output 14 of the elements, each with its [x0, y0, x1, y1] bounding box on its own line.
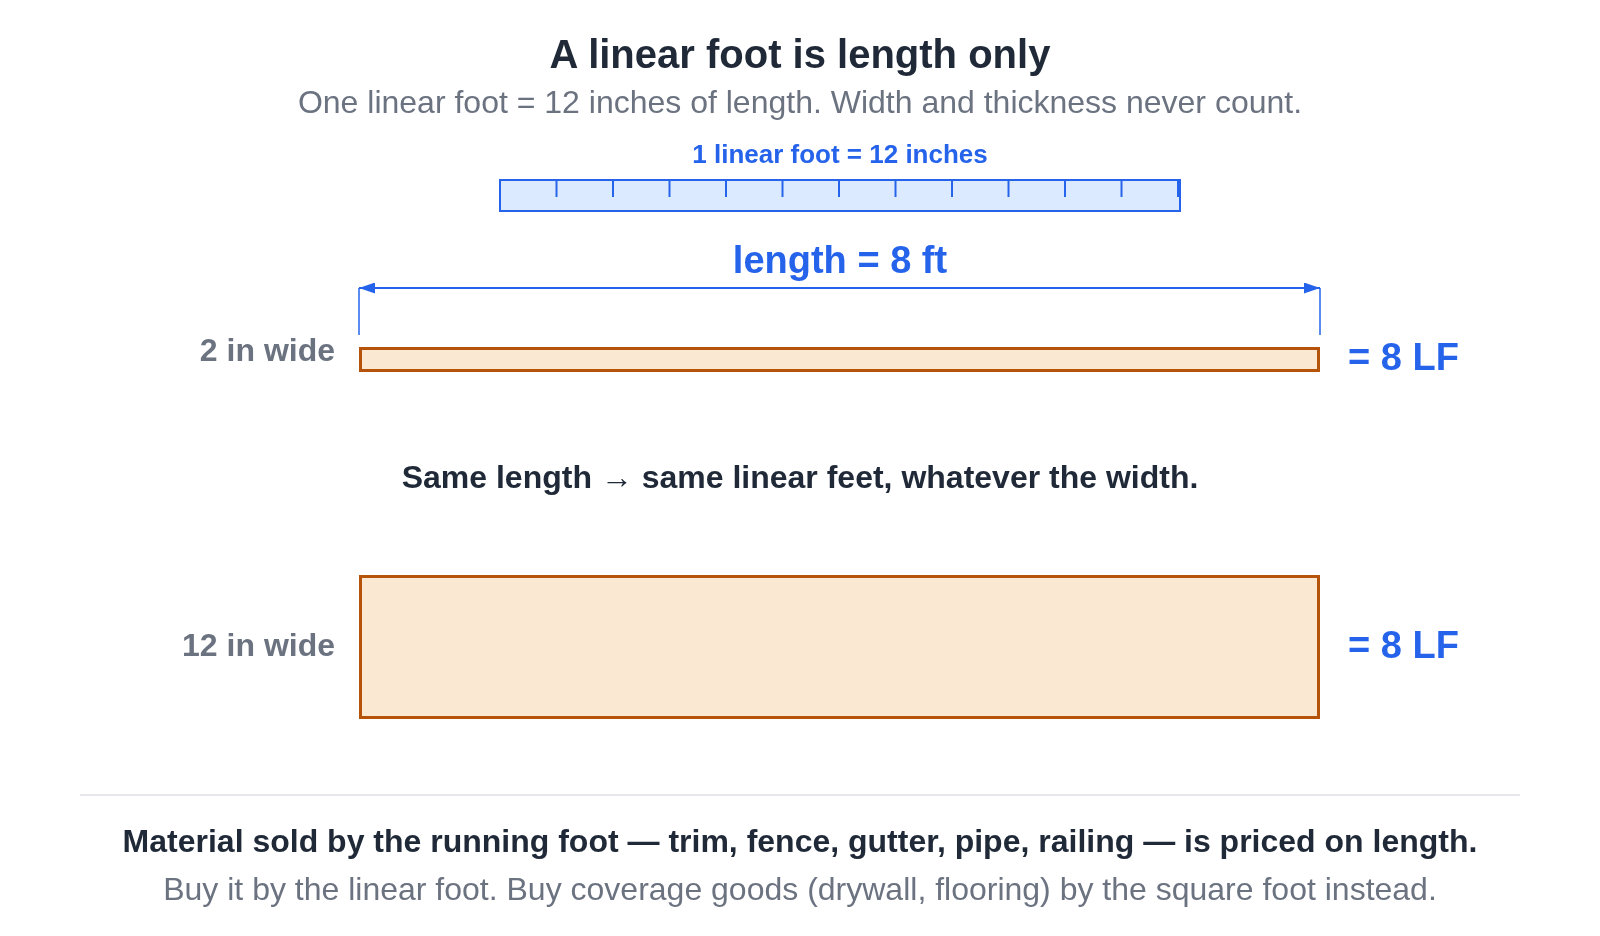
result-label: = 8 LF: [1348, 623, 1459, 669]
result-label: = 8 LF: [1348, 334, 1459, 380]
ruler: [499, 179, 1181, 212]
title: A linear foot is length only: [549, 31, 1051, 78]
board: [359, 347, 1320, 372]
board: [359, 575, 1320, 719]
dimension-label: length = 8 ft: [732, 238, 948, 284]
summary-text: Material sold by the running foot — trim, fence, gutter, pipe, railing — is priced on length.: [122, 821, 1478, 861]
width-label: 12 in wide: [182, 625, 335, 665]
footer-text: Buy it by the linear foot. Buy coverage goods (drywall, flooring) by the square foot instead.: [163, 869, 1437, 909]
ruler-label: 1 linear foot = 12 inches: [692, 139, 988, 171]
width-label: 2 in wide: [199, 330, 335, 369]
subtitle: One linear foot = 12 inches of length. Width and thickness never count.: [297, 82, 1303, 122]
note-text: Same length → same linear feet, whatever the width.: [401, 457, 1199, 497]
